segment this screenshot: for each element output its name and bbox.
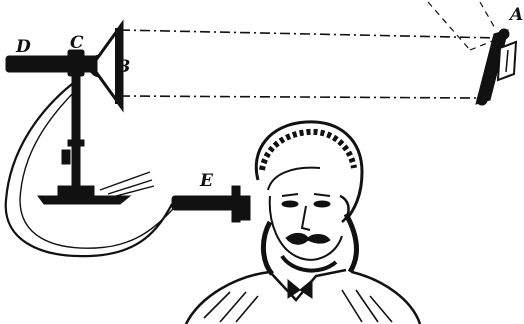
light-beam-upper	[120, 30, 500, 38]
light-beam-lower	[120, 96, 478, 98]
label-e: E	[199, 171, 214, 191]
listener-figure	[186, 122, 420, 324]
sun-rays	[428, 2, 500, 50]
hearing-tube-e	[172, 186, 250, 222]
label-a: A	[508, 5, 523, 25]
label-c: C	[70, 33, 84, 53]
label-b: B	[115, 57, 130, 77]
label-d: D	[15, 37, 31, 57]
receiver-mirror-a	[476, 29, 516, 105]
